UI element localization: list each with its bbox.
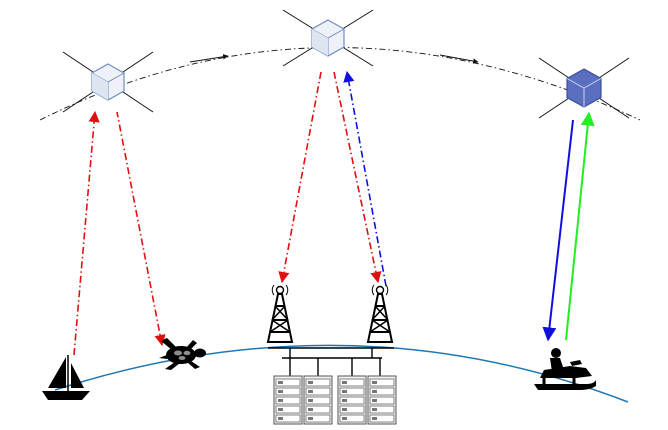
satellite-icon	[282, 9, 374, 67]
sea-turtle-icon	[159, 338, 206, 370]
tower-right-to-center-satellite-link	[343, 70, 387, 287]
orbit-direction-arrow-2	[439, 54, 479, 64]
left-satellite-to-turtle-link	[116, 111, 166, 347]
ship-to-left-satellite-link	[73, 110, 100, 356]
sailboat-icon	[42, 355, 90, 400]
snowmobile-icon	[534, 348, 596, 390]
snowmobile-to-right-satellite-link	[565, 111, 595, 341]
server-rack-icon	[273, 375, 397, 425]
transmission-tower-icon	[266, 284, 294, 343]
transmission-tower-icon	[366, 284, 394, 343]
center-satellite-to-tower-right-link	[333, 71, 382, 284]
center-satellite-to-tower-left-link	[278, 71, 322, 284]
right-satellite-to-snowmobile-link	[542, 119, 574, 342]
satellite-active-icon	[538, 57, 630, 119]
orbit-direction-arrow-1	[189, 54, 229, 63]
satellite-icon	[62, 51, 154, 113]
satellite-orbit	[39, 47, 641, 121]
network-bus	[268, 347, 394, 376]
